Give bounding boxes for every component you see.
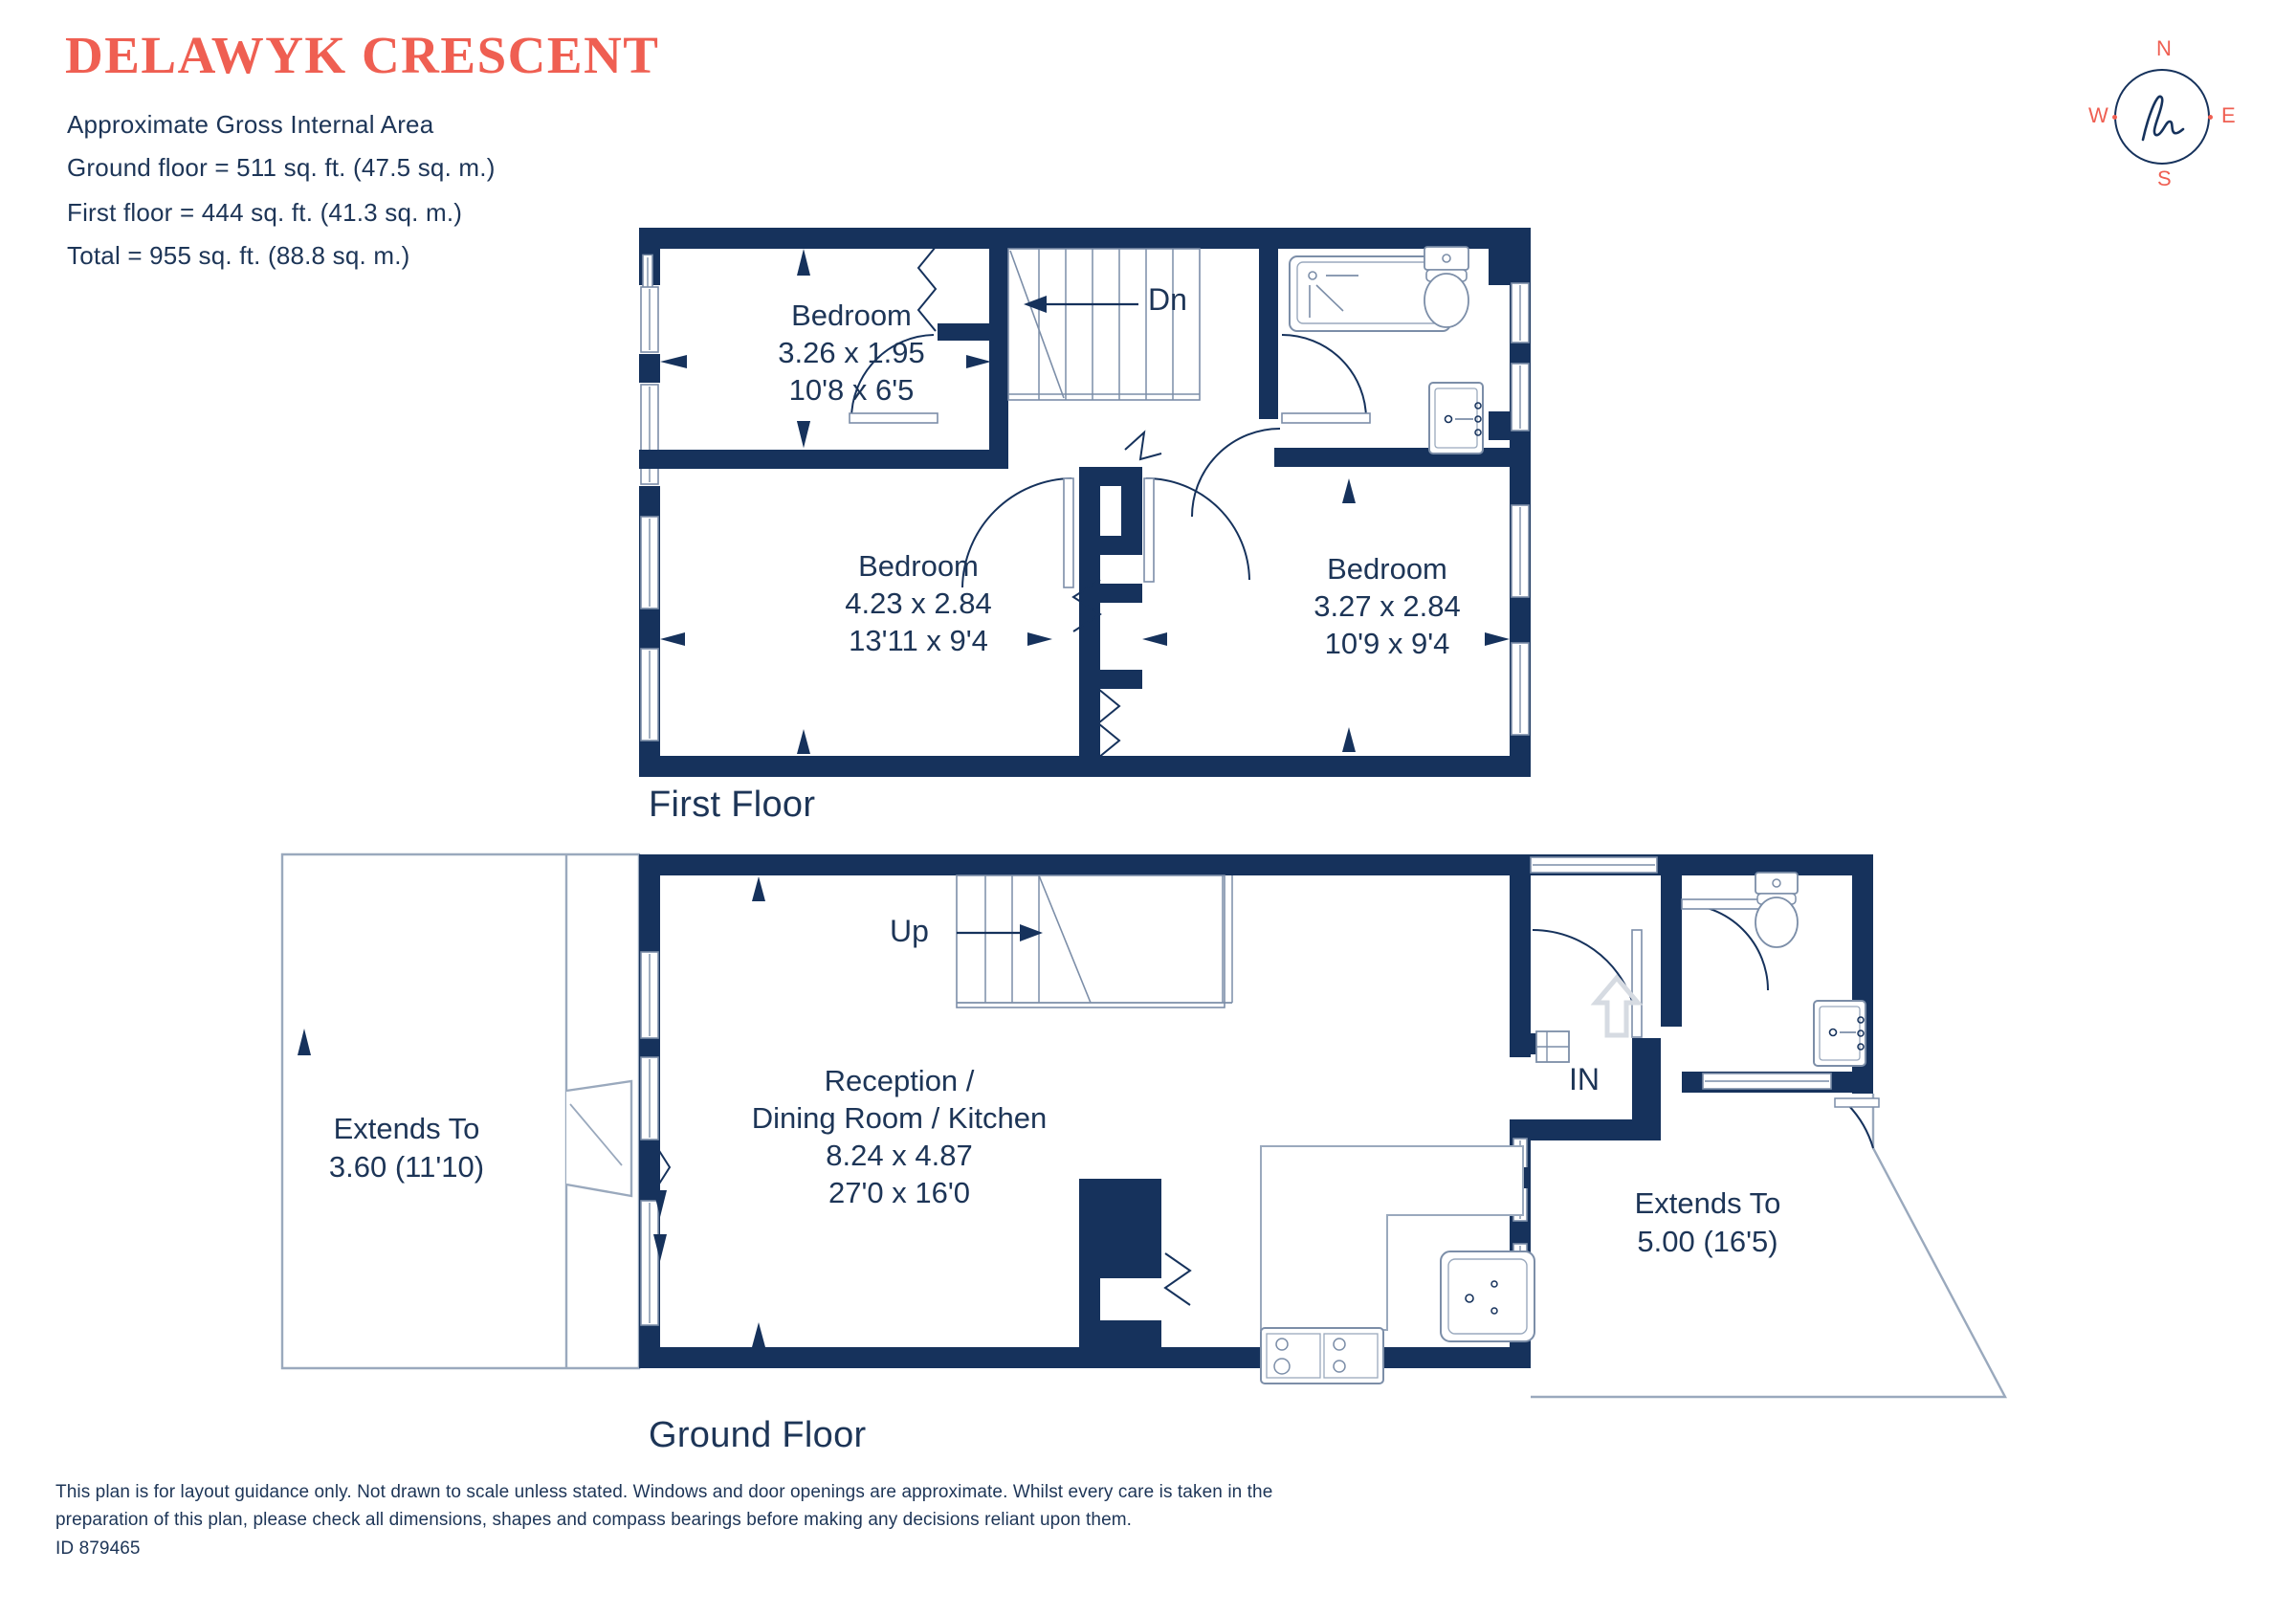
disclaimer-line-1: This plan is for layout guidance only. N… xyxy=(55,1482,1223,1502)
ground-floor-area: Ground floor = 511 sq. ft. (47.5 sq. m.) xyxy=(67,153,496,182)
first-floor-area: First floor = 444 sq. ft. (41.3 sq. m.) xyxy=(67,198,463,227)
extends-to-right-label: Extends To 5.00 (16'5) xyxy=(1578,1184,1837,1262)
extends-to-right-line2: 5.00 (16'5) xyxy=(1637,1225,1778,1259)
ground-floor-dimension-ticks xyxy=(653,876,765,1347)
room-label-bedroom-2: Bedroom 4.23 x 2.84 13'11 x 9'4 xyxy=(765,547,1071,659)
first-floor-caption: First Floor xyxy=(649,785,816,825)
ground-floor-hall-wc xyxy=(1532,872,1866,1067)
room-name: Bedroom xyxy=(1327,552,1447,586)
room-metric-dimensions: 3.27 x 2.84 xyxy=(1314,589,1461,624)
stairs-up-label: Up xyxy=(890,914,929,948)
plan-id: ID 879465 xyxy=(55,1538,141,1559)
h-monogram-icon xyxy=(2141,95,2185,142)
room-imperial-dimensions: 13'11 x 9'4 xyxy=(849,624,988,658)
ground-floor-right-extension xyxy=(1531,1094,2007,1399)
extends-to-left-line1: Extends To xyxy=(333,1112,480,1145)
room-name-line1: Reception / xyxy=(824,1064,975,1097)
room-name: Bedroom xyxy=(791,299,912,332)
first-floor-doors xyxy=(849,246,1371,759)
compass-east-label: E xyxy=(2221,103,2236,127)
compass-west-label: W xyxy=(2088,103,2108,127)
room-label-reception-dining-kitchen: Reception / Dining Room / Kitchen 8.24 x… xyxy=(698,1062,1100,1211)
stairs-down-label: Dn xyxy=(1148,282,1187,317)
ground-floor-interior-doors xyxy=(655,1145,1192,1306)
extends-to-left-label: Extends To 3.60 (11'10) xyxy=(277,1110,536,1187)
footer-disclaimer: This plan is for layout guidance only. N… xyxy=(55,1478,1299,1562)
compass-south-label: S xyxy=(2157,166,2172,190)
extends-to-left-line2: 3.60 (11'10) xyxy=(328,1150,485,1184)
room-imperial-dimensions: 27'0 x 16'0 xyxy=(828,1176,970,1210)
ground-floor-plan xyxy=(280,852,2007,1399)
room-name-line2: Dining Room / Kitchen xyxy=(751,1101,1048,1136)
disclaimer-line-2: in the preparation of this plan, please … xyxy=(55,1482,1273,1531)
compass-north-label: N xyxy=(2156,36,2172,60)
compass-west-dot xyxy=(2112,115,2117,120)
first-floor-walls xyxy=(639,228,1531,777)
ground-floor-caption: Ground Floor xyxy=(649,1415,867,1455)
first-floor-plan xyxy=(639,228,1531,777)
room-label-bedroom-3: Bedroom 3.27 x 2.84 10'9 x 9'4 xyxy=(1234,550,1540,662)
compass-rose: N S E W xyxy=(2086,36,2239,193)
room-metric-dimensions: 4.23 x 2.84 xyxy=(845,587,992,621)
room-imperial-dimensions: 10'8 x 6'5 xyxy=(788,373,915,408)
room-metric-dimensions: 8.24 x 4.87 xyxy=(826,1139,973,1173)
room-name: Bedroom xyxy=(858,549,979,583)
room-metric-dimensions: 3.26 x 1.95 xyxy=(778,336,925,370)
page-title: DELAWYK CRESCENT xyxy=(65,26,660,84)
ground-floor-kitchen-units xyxy=(1260,1145,1535,1384)
room-imperial-dimensions: 10'9 x 9'4 xyxy=(1324,627,1450,661)
extends-to-right-line1: Extends To xyxy=(1634,1186,1781,1220)
area-summary-heading: Approximate Gross Internal Area xyxy=(67,110,434,139)
first-floor-bathroom-fixtures xyxy=(1289,246,1484,454)
entrance-in-label: IN xyxy=(1569,1062,1600,1096)
room-label-bedroom-1: Bedroom 3.26 x 1.95 10'8 x 6'5 xyxy=(708,297,995,409)
compass-east-dot xyxy=(2208,115,2213,120)
total-area: Total = 955 sq. ft. (88.8 sq. m.) xyxy=(67,241,410,270)
ground-floor-staircase xyxy=(956,874,1233,1008)
first-floor-dimension-ticks xyxy=(660,249,1510,754)
first-floor-staircase xyxy=(1007,248,1201,401)
